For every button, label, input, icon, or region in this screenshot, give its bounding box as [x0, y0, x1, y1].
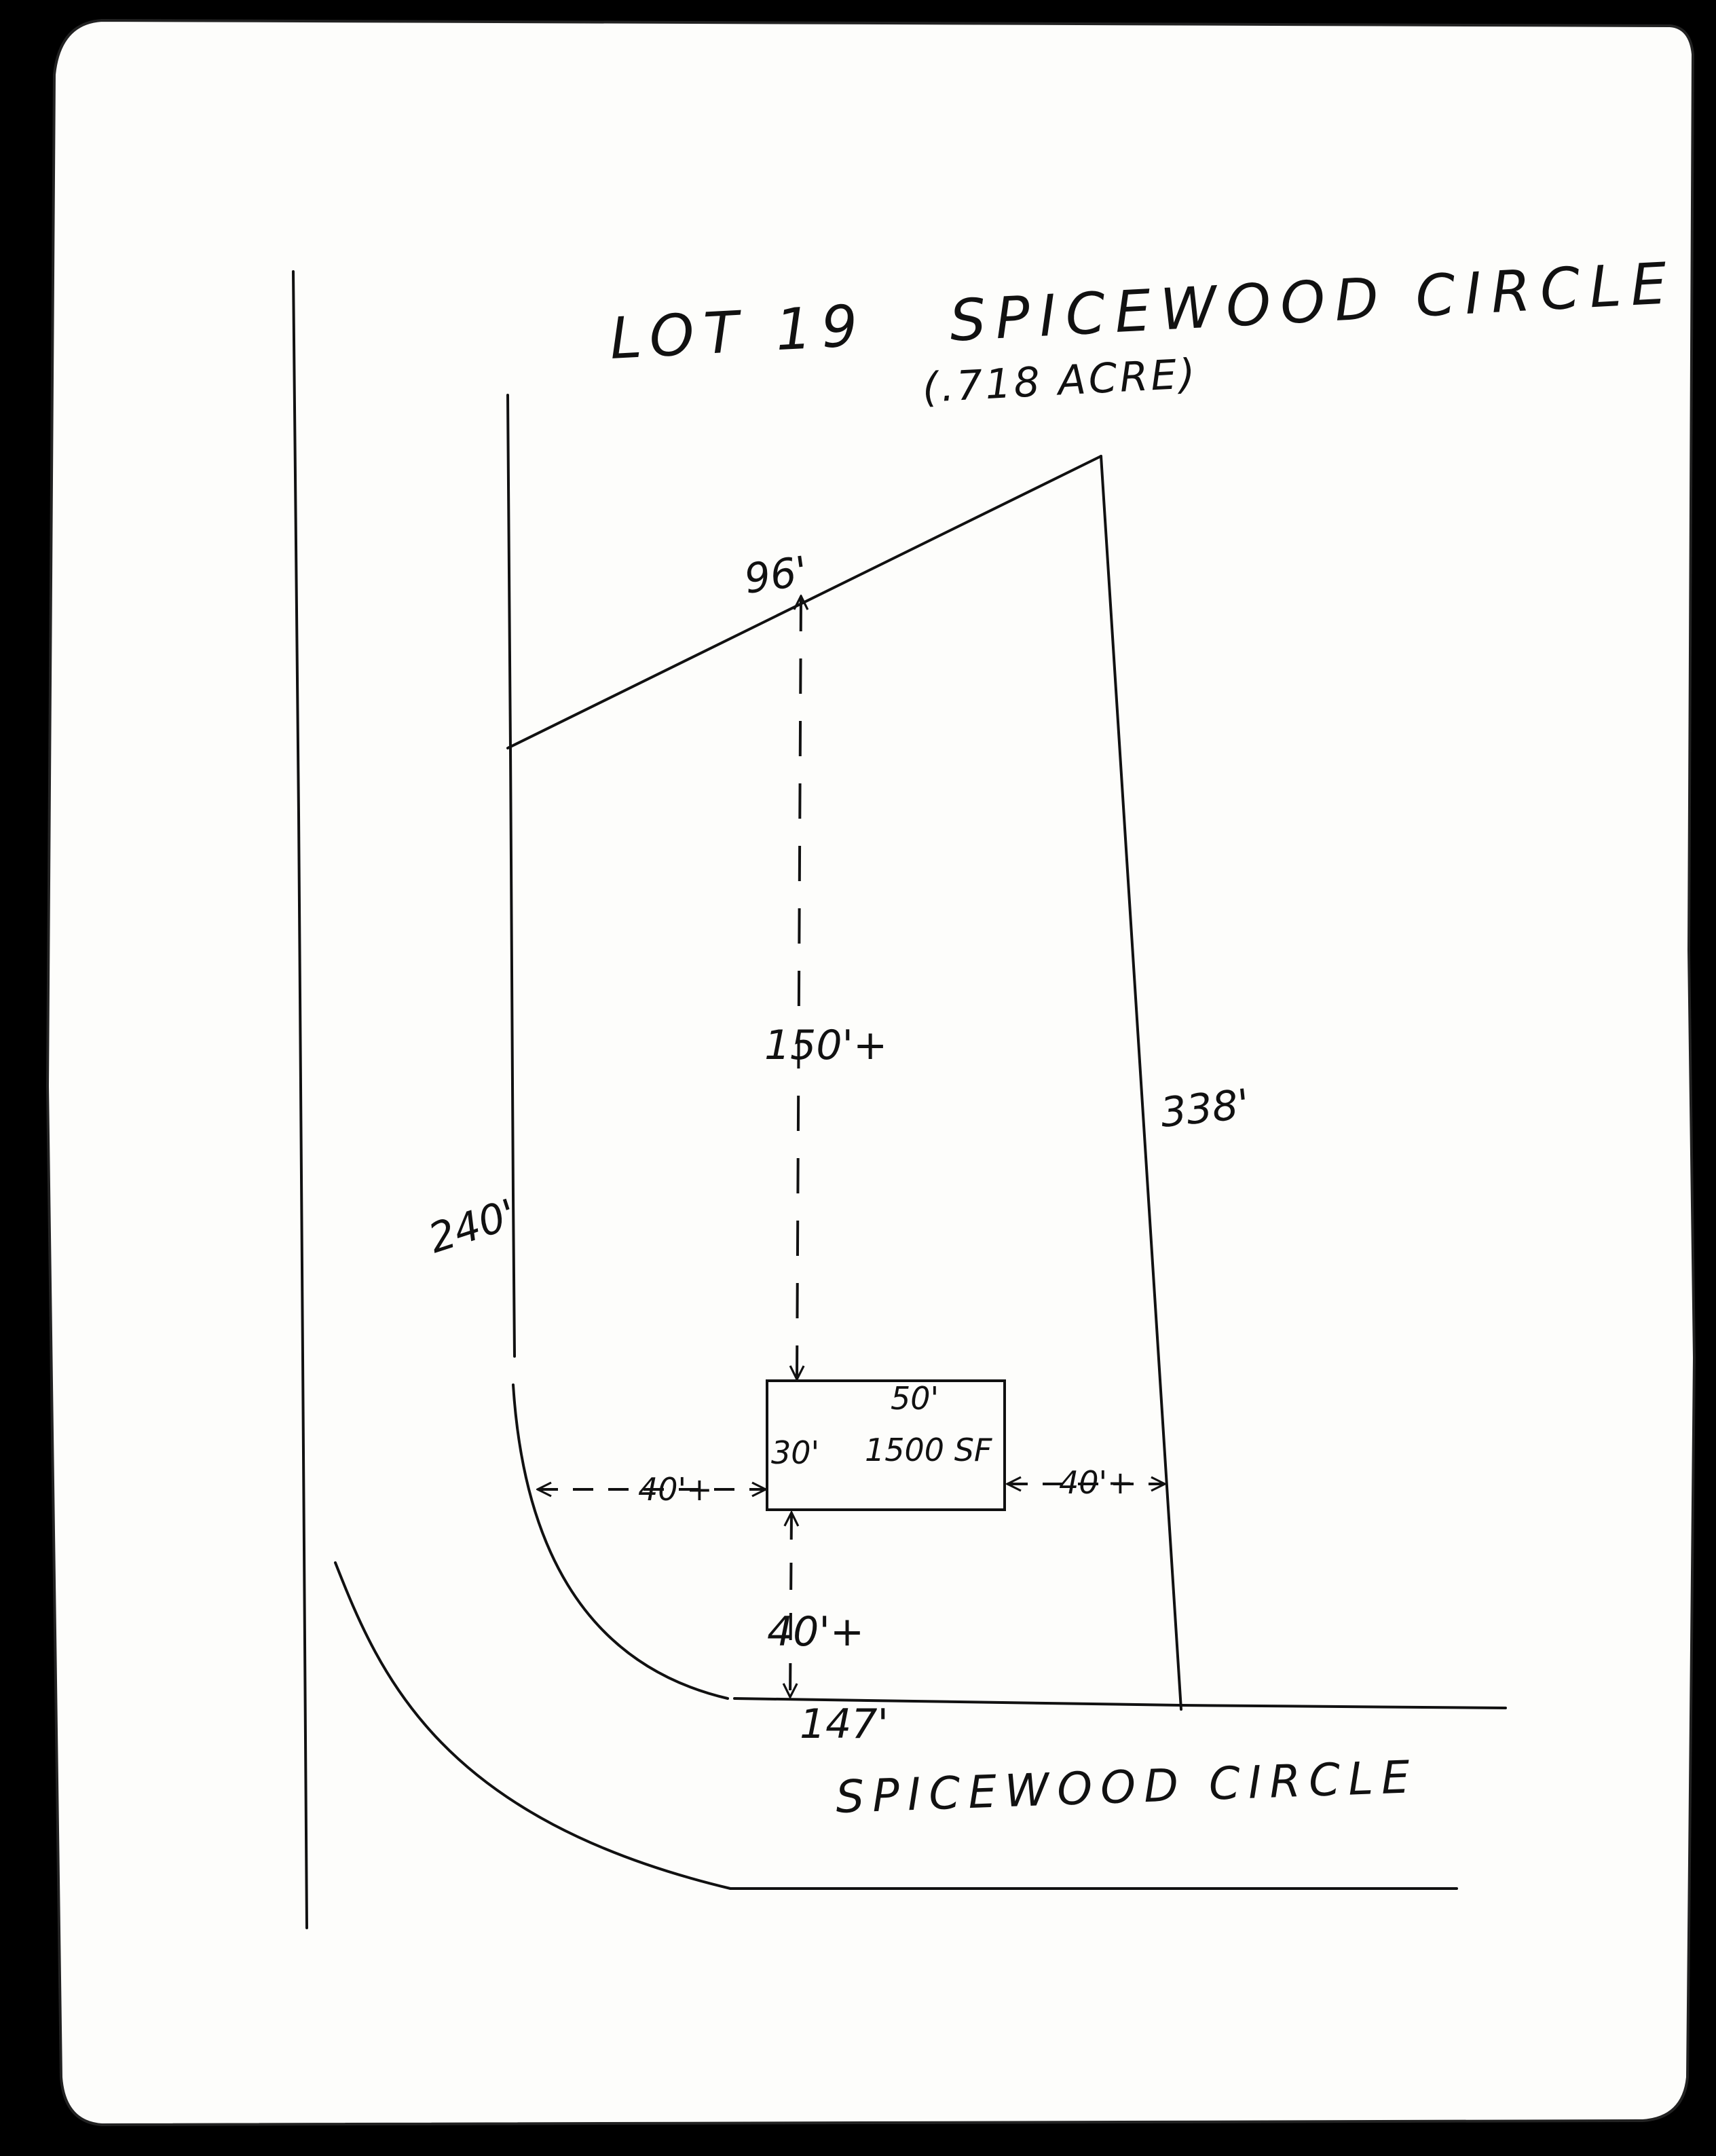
paper-sheet	[45, 18, 1696, 2127]
building-area-label: 1500 SF	[865, 1432, 992, 1468]
right-setback-label: 40'+	[1059, 1464, 1134, 1501]
lot-front-line	[733, 1697, 1507, 1709]
lot-right-line	[1100, 455, 1182, 1711]
building-footprint	[766, 1379, 1006, 1511]
building-width-label: 50'	[891, 1380, 939, 1417]
frontage-label: 147'	[800, 1700, 889, 1748]
building-depth-label: 30'	[771, 1434, 819, 1471]
street-edge-line	[334, 1561, 1458, 1890]
right-side-label: 338'	[1158, 1081, 1252, 1137]
front-setback-label: 40'+	[767, 1608, 864, 1656]
lot-corner-curve	[512, 1383, 729, 1700]
front-setback-arrow	[790, 1512, 791, 1697]
margin-line	[292, 270, 308, 1929]
rear-setback-label: 150'+	[764, 1022, 887, 1069]
lot-left-line	[506, 394, 516, 1358]
rear-setback-arrow	[797, 596, 801, 1379]
left-setback-label: 40'+	[638, 1471, 713, 1508]
rear-width-label: 96'	[741, 548, 810, 603]
